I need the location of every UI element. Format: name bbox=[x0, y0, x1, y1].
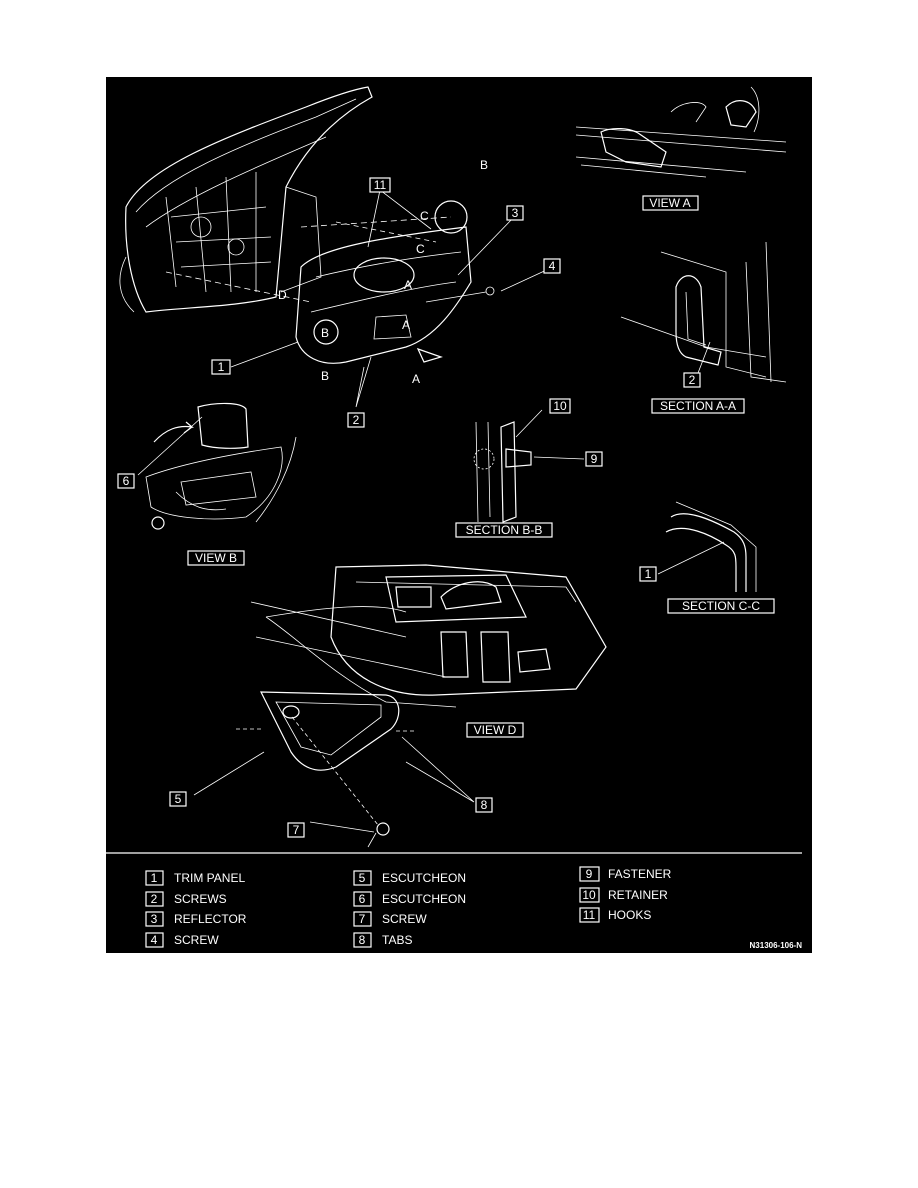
marker-d: D bbox=[278, 288, 287, 302]
marker-b-left-upper: B bbox=[321, 326, 329, 340]
callout-10: 10 bbox=[549, 398, 571, 414]
svg-text:7: 7 bbox=[293, 823, 300, 837]
legend-item-1: 1 TRIM PANEL bbox=[145, 870, 245, 886]
svg-text:4: 4 bbox=[151, 933, 158, 947]
svg-text:TABS: TABS bbox=[382, 933, 412, 947]
marker-c-upper: C bbox=[420, 209, 429, 223]
legend-item-5: 5 ESCUTCHEON bbox=[353, 870, 466, 886]
svg-text:11: 11 bbox=[583, 908, 596, 922]
svg-text:SECTION A-A: SECTION A-A bbox=[660, 399, 736, 413]
svg-text:6: 6 bbox=[123, 474, 130, 488]
svg-text:6: 6 bbox=[359, 892, 366, 906]
legend-item-11: 11 HOOKS bbox=[579, 907, 651, 923]
marker-b-left-lower: B bbox=[321, 369, 329, 383]
svg-text:ESCUTCHEON: ESCUTCHEON bbox=[382, 871, 466, 885]
view-d-label: VIEW D bbox=[466, 722, 524, 738]
svg-text:10: 10 bbox=[582, 888, 596, 902]
callout-5: 5 bbox=[169, 791, 187, 807]
svg-text:SECTION C-C: SECTION C-C bbox=[682, 599, 760, 613]
section-cc-label: SECTION C-C bbox=[667, 598, 775, 614]
callout-1-main: 1 bbox=[211, 359, 231, 375]
svg-text:3: 3 bbox=[151, 912, 158, 926]
svg-text:2: 2 bbox=[689, 373, 696, 387]
legend-item-4: 4 SCREW bbox=[145, 932, 219, 948]
svg-text:ESCUTCHEON: ESCUTCHEON bbox=[382, 892, 466, 906]
callout-8: 8 bbox=[475, 797, 493, 813]
legend: 1 TRIM PANEL 2 SCREWS 3 REFLECTOR 4 SCRE… bbox=[145, 866, 672, 948]
section-bb-drawing bbox=[473, 421, 532, 523]
callout-2-section-aa: 2 bbox=[683, 372, 701, 388]
view-b-label: VIEW B bbox=[187, 550, 245, 566]
callout-3: 3 bbox=[506, 205, 524, 221]
trim-panel-drawing bbox=[165, 200, 495, 364]
svg-text:REFLECTOR: REFLECTOR bbox=[174, 912, 247, 926]
callout-2-main: 2 bbox=[347, 412, 365, 428]
marker-b-top: B bbox=[480, 158, 488, 172]
callout-4: 4 bbox=[543, 258, 561, 274]
callout-11: 11 bbox=[369, 177, 391, 193]
svg-text:1: 1 bbox=[645, 567, 652, 581]
legend-item-7: 7 SCREW bbox=[353, 911, 427, 927]
svg-text:VIEW D: VIEW D bbox=[474, 723, 517, 737]
door-trim-diagram: B C C D A A B B A 11 3 4 1 2 VIEW A bbox=[106, 86, 803, 950]
svg-text:TRIM PANEL: TRIM PANEL bbox=[174, 871, 245, 885]
legend-item-3: 3 REFLECTOR bbox=[145, 911, 247, 927]
section-aa-drawing bbox=[620, 241, 787, 383]
svg-text:8: 8 bbox=[359, 933, 366, 947]
svg-text:5: 5 bbox=[175, 792, 182, 806]
svg-text:VIEW B: VIEW B bbox=[195, 551, 237, 565]
svg-text:SCREWS: SCREWS bbox=[174, 892, 227, 906]
legend-item-10: 10 RETAINER bbox=[579, 887, 668, 903]
svg-text:2: 2 bbox=[151, 892, 158, 906]
callout-7: 7 bbox=[287, 822, 305, 838]
figure-id: N31306-106-N bbox=[750, 941, 803, 950]
svg-text:SCREW: SCREW bbox=[382, 912, 427, 926]
marker-a-arrow: A bbox=[412, 372, 420, 386]
section-cc-drawing bbox=[665, 501, 757, 592]
marker-a-upper: A bbox=[404, 278, 412, 292]
callout-6: 6 bbox=[117, 473, 135, 489]
svg-text:10: 10 bbox=[553, 399, 567, 413]
callout-1-section-cc: 1 bbox=[639, 566, 657, 582]
svg-text:11: 11 bbox=[374, 178, 387, 192]
svg-text:FASTENER: FASTENER bbox=[608, 867, 672, 881]
legend-item-8: 8 TABS bbox=[353, 932, 412, 948]
svg-text:RETAINER: RETAINER bbox=[608, 888, 668, 902]
svg-text:9: 9 bbox=[586, 867, 593, 881]
svg-text:4: 4 bbox=[549, 259, 556, 273]
view-d-drawing bbox=[250, 564, 607, 708]
legend-item-2: 2 SCREWS bbox=[145, 891, 227, 907]
svg-text:HOOKS: HOOKS bbox=[608, 908, 651, 922]
svg-text:5: 5 bbox=[359, 871, 366, 885]
legend-item-9: 9 FASTENER bbox=[579, 866, 672, 882]
svg-text:7: 7 bbox=[359, 912, 366, 926]
view-a-drawing bbox=[575, 86, 787, 178]
section-bb-label: SECTION B-B bbox=[455, 522, 553, 538]
diagram-panel: B C C D A A B B A 11 3 4 1 2 VIEW A bbox=[106, 77, 812, 953]
svg-text:1: 1 bbox=[151, 871, 158, 885]
callout-9: 9 bbox=[585, 451, 603, 467]
view-b-drawing bbox=[145, 402, 297, 530]
escutcheon-drawing bbox=[236, 691, 416, 848]
svg-text:8: 8 bbox=[481, 798, 488, 812]
section-aa-label: SECTION A-A bbox=[651, 398, 745, 414]
marker-a-lower: A bbox=[402, 318, 410, 332]
svg-text:9: 9 bbox=[591, 452, 598, 466]
svg-text:SCREW: SCREW bbox=[174, 933, 219, 947]
svg-text:SECTION B-B: SECTION B-B bbox=[466, 523, 543, 537]
svg-text:3: 3 bbox=[512, 206, 519, 220]
door-frame-drawing bbox=[119, 86, 373, 313]
svg-text:1: 1 bbox=[218, 360, 225, 374]
svg-text:VIEW A: VIEW A bbox=[649, 196, 690, 210]
legend-item-6: 6 ESCUTCHEON bbox=[353, 891, 466, 907]
svg-text:2: 2 bbox=[353, 413, 360, 427]
marker-c-lower: C bbox=[416, 242, 425, 256]
view-a-label: VIEW A bbox=[642, 195, 699, 211]
